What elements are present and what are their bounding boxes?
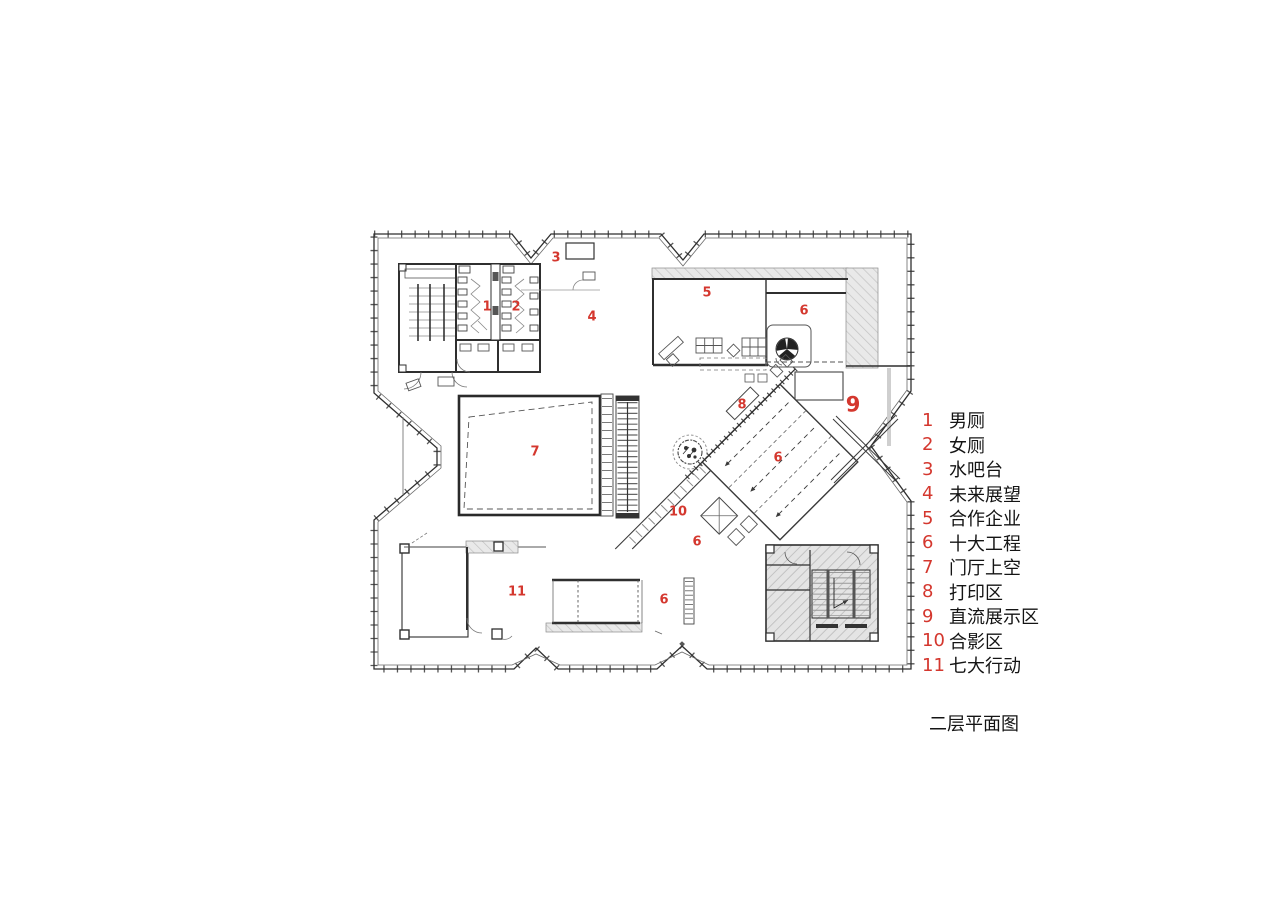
legend-num: 11: [922, 654, 945, 676]
room-7-foyer-void: [457, 394, 602, 517]
legend-num: 6: [922, 532, 934, 554]
room-label-9: 9: [845, 392, 861, 417]
legend-num: 4: [922, 483, 934, 505]
legend-num: 8: [922, 581, 934, 603]
legend-label: 水吧台: [949, 460, 1003, 482]
legend-num: 7: [922, 556, 934, 578]
room-label-8: 8: [737, 397, 747, 413]
legend-row: 5 合作企业: [922, 506, 1039, 531]
room-label-11: 11: [507, 584, 527, 600]
room-label-6c: 6: [692, 534, 702, 550]
exterior-walls: [370, 230, 915, 673]
plan-title: 二层平面图: [929, 714, 1019, 735]
legend-num: 9: [922, 605, 934, 627]
room-label-5: 5: [702, 285, 712, 301]
water-bar: [521, 242, 600, 291]
room-label-6d: 6: [659, 592, 669, 608]
legend-row: 11 七大行动: [922, 653, 1039, 678]
diagonal-exhibition-zone: [614, 353, 859, 550]
room-label-7: 7: [530, 444, 540, 460]
legend-row: 4 未来展望: [922, 482, 1039, 507]
legend-num: 2: [922, 434, 934, 456]
legend-label: 直流展示区: [949, 607, 1039, 629]
toilet-block: [455, 263, 541, 373]
legend-label: 门厅上空: [949, 558, 1021, 580]
legend-row: 3 水吧台: [922, 457, 1039, 482]
room-label-2: 2: [511, 299, 521, 315]
tree-icon: [672, 434, 708, 470]
room-label-6a: 6: [799, 303, 809, 319]
legend-num: 10: [922, 630, 945, 652]
room-label-10: 10: [668, 504, 688, 520]
room-label-3: 3: [551, 250, 561, 266]
legend-label: 合影区: [949, 631, 1003, 653]
room-label-6b: 6: [773, 450, 783, 466]
legend-row: 7 门厅上空: [922, 555, 1039, 580]
legend-num: 5: [922, 507, 934, 529]
legend-num: 3: [922, 458, 934, 480]
legend-label: 十大工程: [949, 533, 1021, 555]
legend-label: 男厕: [949, 411, 985, 433]
right-notch-walls: [830, 415, 901, 484]
legend-label: 女厕: [949, 435, 985, 457]
legend-label: 合作企业: [949, 509, 1021, 531]
room-11-block: [399, 532, 546, 640]
legend-row: 6 十大工程: [922, 531, 1039, 556]
legend-label: 未来展望: [949, 484, 1021, 506]
display-table: [545, 577, 695, 635]
room-5-6-block: [651, 267, 910, 446]
legend-label: 七大行动: [949, 656, 1021, 678]
legend-label: 打印区: [949, 582, 1003, 604]
room-label-1: 1: [482, 299, 492, 315]
legend-row: 10 合影区: [922, 629, 1039, 654]
legend-num: 1: [922, 409, 934, 431]
legend-row: 1 男厕: [922, 408, 1039, 433]
stair-core: [765, 544, 879, 642]
legend-row: 8 打印区: [922, 580, 1039, 605]
legend: 1 男厕 2 女厕 3 水吧台 4 未来展望 5 合作企业 6 十大工程 7 门…: [922, 408, 1039, 678]
escalators-center: [600, 393, 640, 519]
legend-row: 2 女厕: [922, 433, 1039, 458]
room-label-4: 4: [587, 309, 597, 325]
legend-row: 9 直流展示区: [922, 604, 1039, 629]
